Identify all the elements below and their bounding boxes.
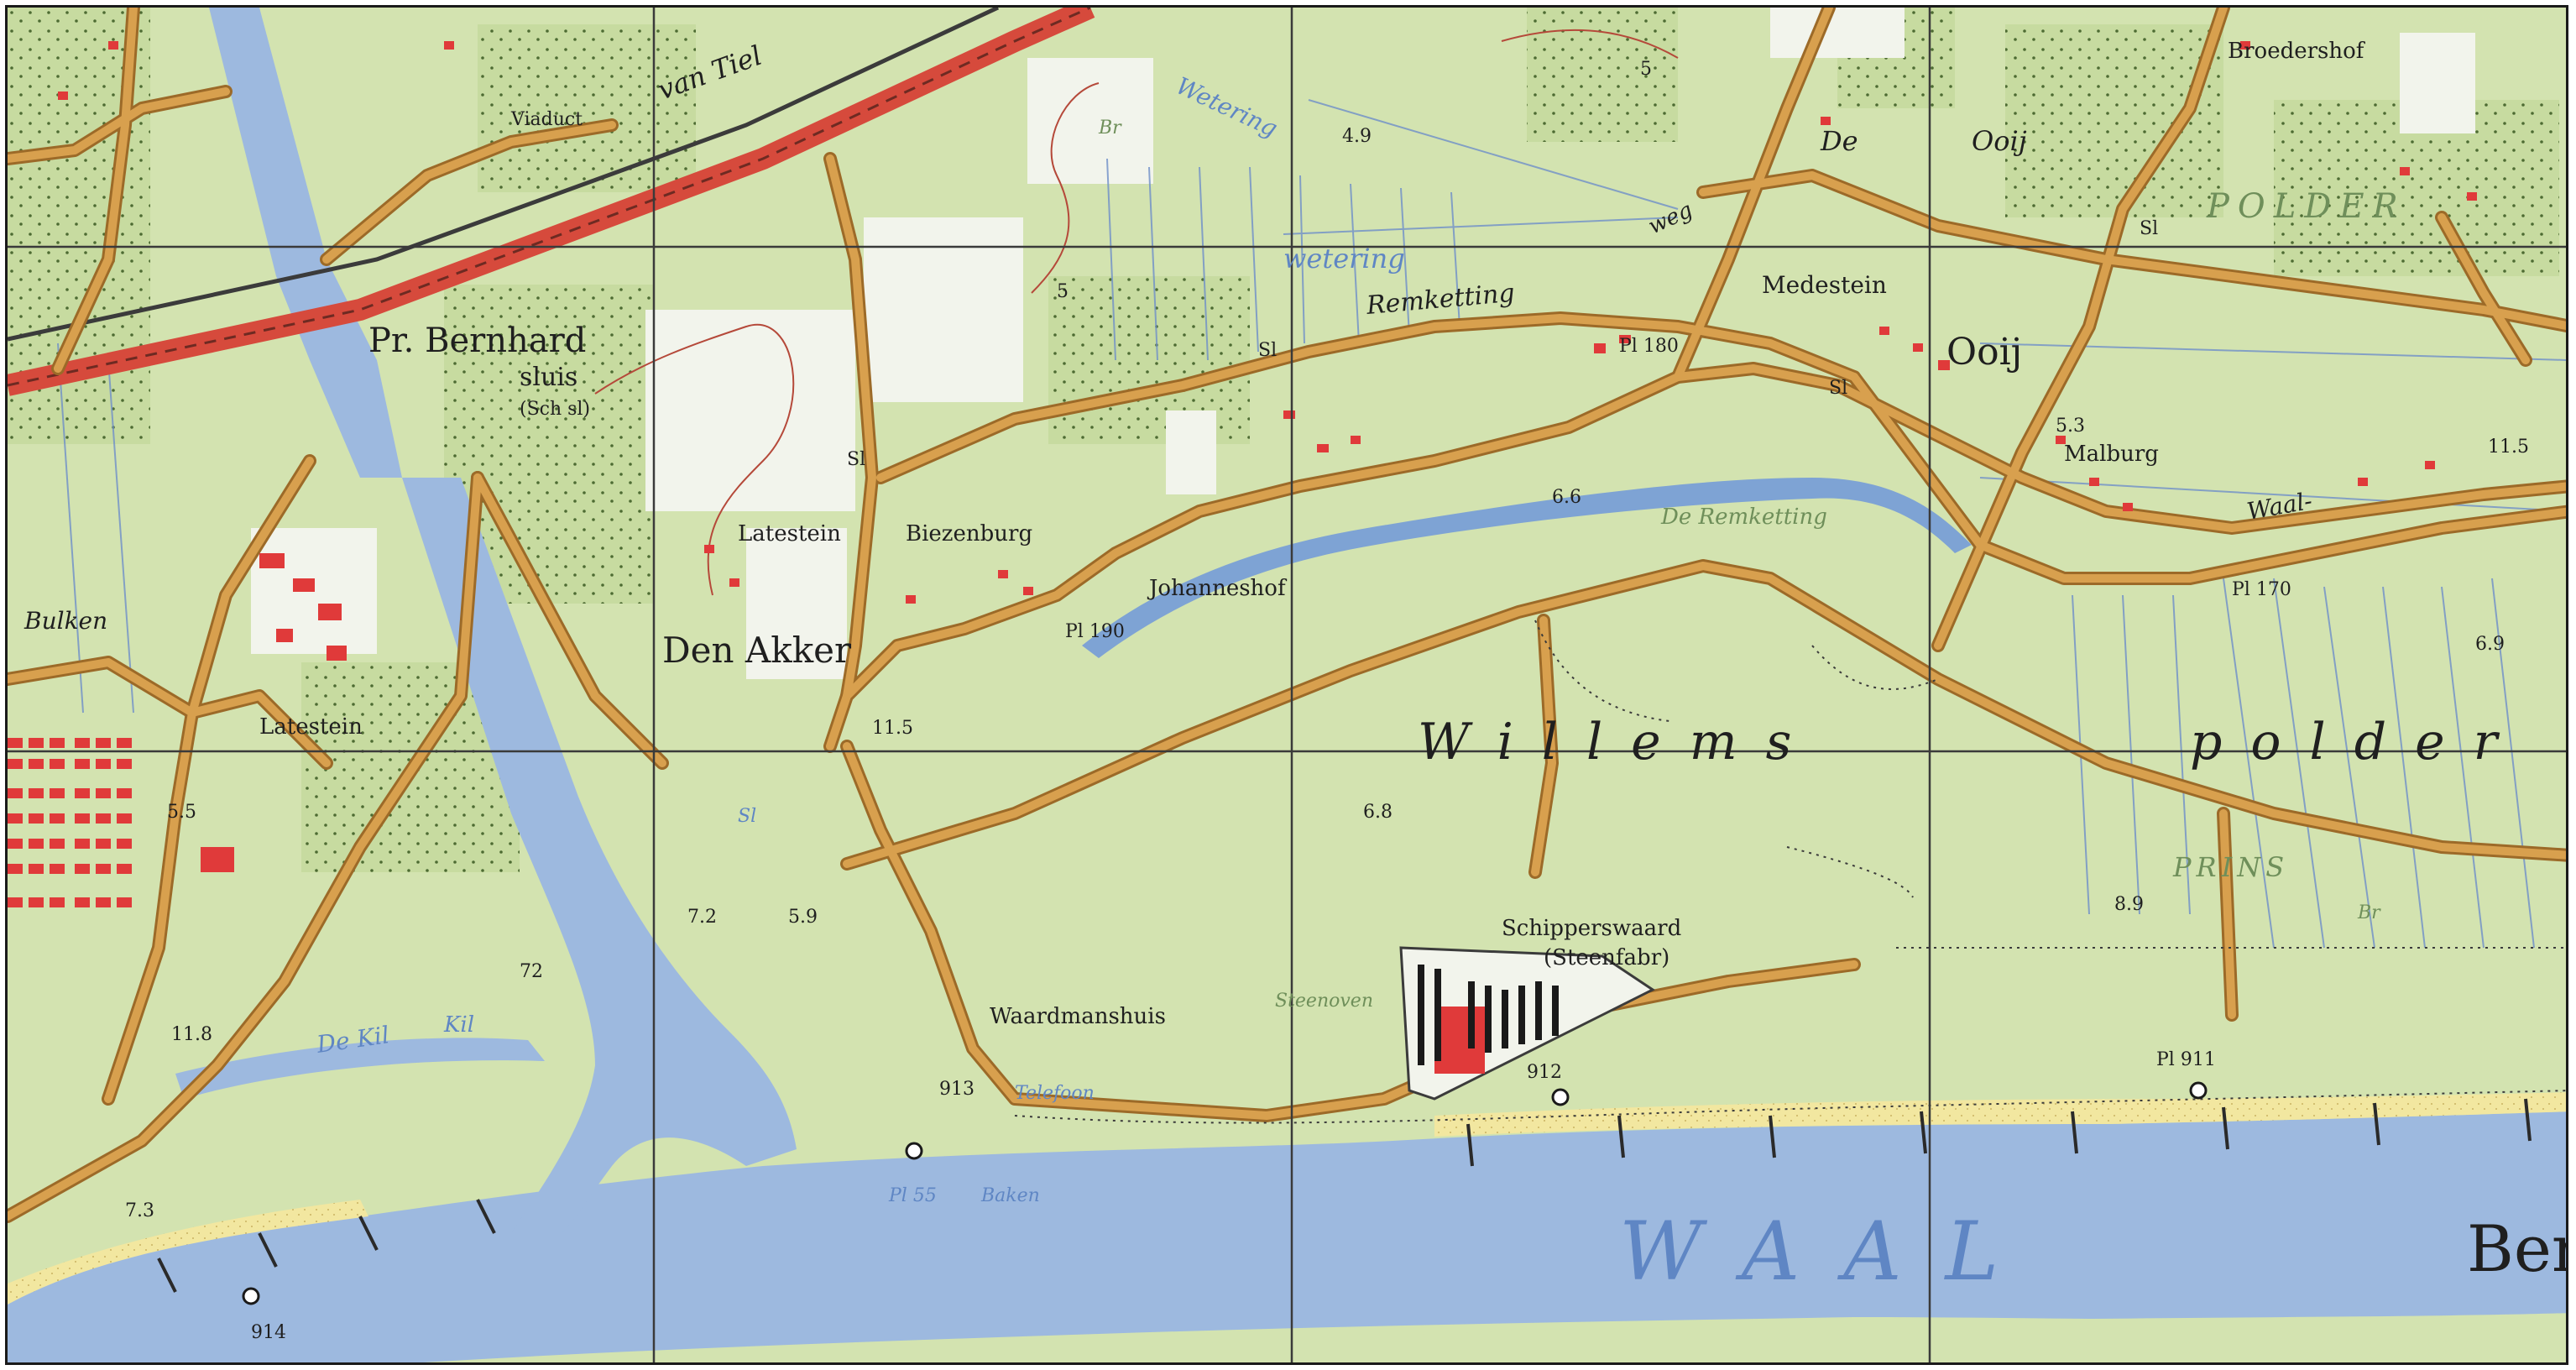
label-polder-top: POLDER	[2206, 187, 2406, 226]
label-sch-sl: (Sch sl)	[520, 399, 590, 420]
label-broedershof: Broedershof	[2228, 39, 2366, 64]
contour-lines	[594, 29, 1679, 596]
label-biezenburg: Biezenburg	[906, 521, 1032, 546]
canal-north	[209, 8, 402, 478]
label-schipperswaard: Schipperswaard	[1502, 916, 1681, 941]
label-elev-5-5: 5.5	[167, 802, 196, 823]
label-kil: Kil	[443, 1012, 474, 1038]
label-elev-11-5-right: 11.5	[2488, 437, 2529, 458]
label-br-right: Br	[2357, 902, 2381, 923]
label-sl-1: Sl	[2140, 218, 2158, 239]
place-labels: van Tiel Viaduct Broedershof De Ooij POL…	[24, 39, 2568, 1343]
label-elev-72: 72	[520, 961, 543, 982]
label-elev-7-2: 7.2	[687, 907, 717, 928]
label-viaduct: Viaduct	[510, 109, 583, 130]
label-elev-912: 912	[1527, 1062, 1562, 1083]
label-br-top: Br	[1098, 118, 1122, 139]
label-pl-180: Pl 180	[1619, 336, 1679, 357]
road-network	[8, 8, 2566, 1223]
label-contour-5-top: 5	[1640, 59, 1652, 80]
oxbow-water	[1082, 478, 1972, 658]
topographic-map[interactable]: van Tiel Viaduct Broedershof De Ooij POL…	[5, 5, 2568, 1365]
label-sl-2: Sl	[1258, 340, 1277, 361]
label-elev-5-9: 5.9	[788, 907, 818, 928]
label-steenfabr: (Steenfabr)	[1544, 945, 1669, 970]
label-elev-7-3: 7.3	[125, 1200, 154, 1221]
label-latestein-top: Latestein	[738, 521, 841, 546]
label-elev-913: 913	[939, 1079, 974, 1100]
open-fields	[251, 8, 2475, 679]
label-ooij: Ooij	[1946, 331, 2022, 374]
map-grid	[8, 8, 2566, 1362]
label-sl-3: Sl	[847, 449, 865, 470]
south-bank	[901, 1313, 2566, 1362]
railway	[8, 8, 1095, 396]
label-elev-5-3: 5.3	[2056, 416, 2085, 437]
label-pr-bernhard: Pr. Bernhard	[368, 322, 586, 360]
label-pl-55: Pl 55	[888, 1185, 937, 1206]
label-willems: Willems	[1418, 713, 1820, 771]
label-waardmanshuis: Waardmanshuis	[990, 1004, 1166, 1029]
label-elev-6-6: 6.6	[1552, 487, 1581, 508]
label-johanneshof: Johanneshof	[1147, 576, 1288, 601]
label-steenoven: Steenoven	[1275, 991, 1373, 1012]
label-ben: Ben	[2467, 1211, 2568, 1286]
label-ooij-top: Ooij	[1972, 125, 2027, 157]
dike-hatching	[1014, 620, 2566, 1124]
label-elev-11-8: 11.8	[171, 1024, 212, 1045]
label-pl-190: Pl 190	[1065, 621, 1125, 642]
west-beach	[8, 1200, 368, 1305]
label-den-akker: Den Akker	[662, 630, 852, 671]
north-beach	[1434, 1092, 2566, 1137]
label-malburg: Malburg	[2064, 442, 2159, 467]
label-sluis: sluis	[520, 363, 577, 392]
label-wetering-mid: wetering	[1283, 243, 1405, 275]
label-de-remketting: De Remketting	[1660, 505, 1827, 530]
harbour-channel	[402, 478, 797, 1233]
label-elev-6-8: 6.8	[1363, 802, 1393, 823]
de-kil-channel	[175, 1038, 545, 1099]
km-markers	[242, 1081, 2208, 1305]
label-prins: PRINS	[2172, 851, 2289, 883]
label-elev-11-5: 11.5	[872, 718, 913, 739]
label-sl-5: Sl	[738, 806, 756, 827]
label-telefoon: Telefoon	[1015, 1083, 1095, 1104]
groynes	[157, 1098, 2532, 1293]
label-baken: Baken	[980, 1185, 1040, 1206]
label-medestein: Medestein	[1762, 271, 1887, 299]
label-latestein-left: Latestein	[259, 714, 363, 740]
brickworks-site	[1399, 946, 1655, 1101]
label-pl-911: Pl 911	[2156, 1049, 2216, 1070]
label-polder: polder	[2190, 713, 2526, 771]
label-de-top: De	[1820, 125, 1858, 157]
label-pl-170: Pl 170	[2232, 579, 2291, 600]
label-elev-6-9: 6.9	[2475, 634, 2505, 655]
label-elev-4-9: 4.9	[1342, 126, 1372, 147]
label-bulken: Bulken	[24, 607, 107, 635]
label-contour-5-mid: 5	[1057, 281, 1069, 302]
label-waal: WAAL	[1619, 1205, 2042, 1299]
buildings	[8, 41, 2477, 907]
label-sl-4: Sl	[1829, 378, 1847, 399]
label-elev-8-9: 8.9	[2114, 894, 2144, 915]
label-elev-914: 914	[251, 1322, 286, 1343]
waal-river	[8, 1111, 2566, 1362]
drainage-ditches	[57, 99, 2566, 949]
